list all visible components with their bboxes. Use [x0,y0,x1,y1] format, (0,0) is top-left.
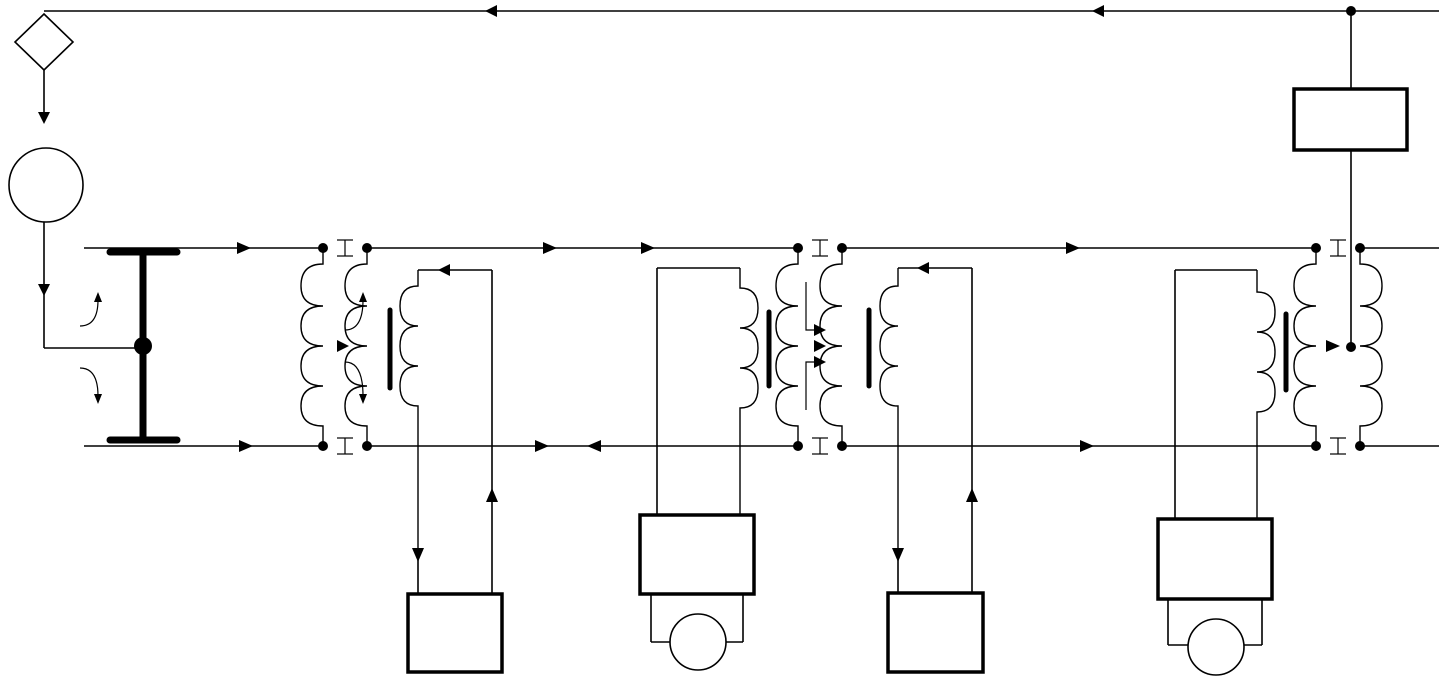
transmitter-block-4 [1156,517,1274,601]
main-bus-bar [79,248,181,444]
rail-line-upper [84,242,1439,254]
track-relay-transformer-3 [866,262,978,594]
curl-arrow-up-icon [79,299,99,327]
impedance-bond-2 [775,239,847,455]
impedance-bond-3 [1293,239,1383,455]
track-relay-transformer-1 [387,264,498,596]
generator-circle [8,147,143,349]
curl-arrow-down-icon [79,367,99,397]
transmitter-block-2 [638,513,756,596]
transmitter-feed-4 [1174,269,1289,520]
top-right-block [1292,87,1409,152]
rail-line-lower [84,440,1439,452]
source-diamond [13,12,75,124]
impedance-bond-1 [300,239,372,455]
receiver-block-1 [406,592,504,674]
motor-circle-4 [1167,599,1263,676]
receiver-block-3 [886,591,985,674]
arrow-down-icon [38,284,50,296]
arrow-left-icon [485,5,497,17]
arrow-down-icon [38,112,50,124]
top-return-line [44,5,1439,17]
arrow-left-icon [1092,5,1104,17]
track-relay-transformer-2 [656,267,772,516]
motor-circle-2 [650,594,744,671]
junction-dot [134,337,152,355]
